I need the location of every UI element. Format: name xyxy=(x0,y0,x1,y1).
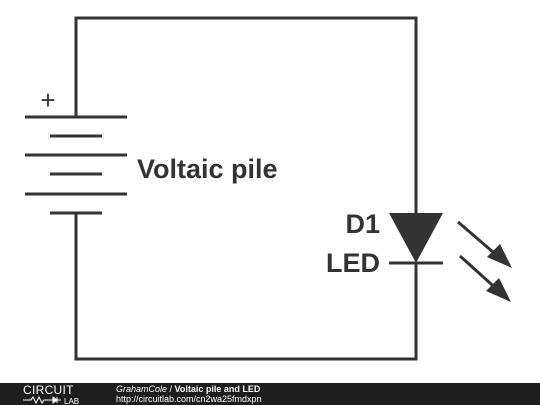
footer-caption: GrahamCole / Voltaic pile and LED http:/… xyxy=(116,384,262,404)
circuit-schematic: + Voltaic pile D1 LED xyxy=(25,16,512,361)
diode-designator: D1 xyxy=(345,209,380,239)
resistor-icon xyxy=(23,395,49,405)
title-separator: / xyxy=(167,384,175,394)
led-emission-arrowhead xyxy=(487,244,512,268)
footer-bar: CIRCUIT LAB GrahamCole / Voltaic pile an… xyxy=(0,383,540,405)
logo-text-top: CIRCUIT xyxy=(23,383,74,397)
led-triangle xyxy=(389,213,443,263)
author-link[interactable]: GrahamCole xyxy=(116,384,168,394)
wire-bottom xyxy=(74,211,418,361)
diode-icon xyxy=(49,396,61,404)
footer-title-line: GrahamCole / Voltaic pile and LED xyxy=(116,384,262,394)
battery-polarity-plus: + xyxy=(40,85,55,115)
footer-url-line: http://circuitlab.com/cn2wa25fmdxpn xyxy=(116,394,262,404)
led-symbol xyxy=(389,213,512,302)
diode-type-label: LED xyxy=(326,248,380,278)
circuitlab-logo[interactable]: CIRCUIT LAB xyxy=(23,383,95,405)
wire-top xyxy=(74,16,418,215)
battery-symbol xyxy=(25,115,127,215)
circuit-title-link[interactable]: Voltaic pile and LED xyxy=(174,384,261,394)
logo-text-bottom: LAB xyxy=(64,397,79,405)
circuit-url-link[interactable]: http://circuitlab.com/cn2wa25fmdxpn xyxy=(116,394,262,404)
battery-label: Voltaic pile xyxy=(137,154,278,184)
led-emission-arrowhead xyxy=(486,278,511,302)
